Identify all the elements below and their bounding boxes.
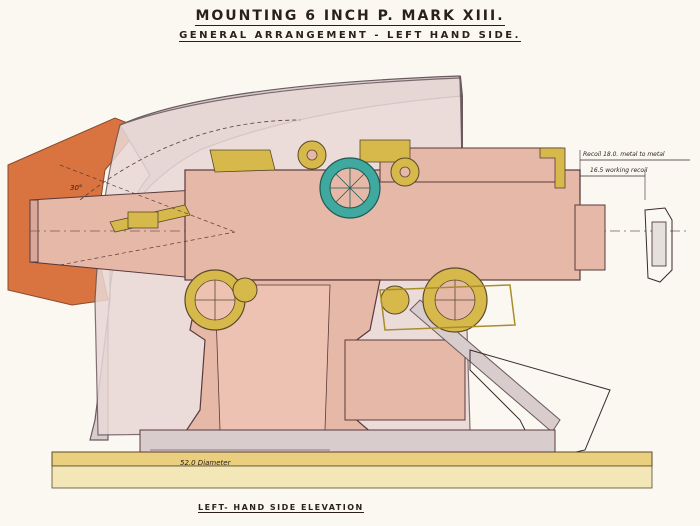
diameter-label: 52.0 Diameter [180,459,232,467]
elevation-arc [79,119,301,201]
elevating-arc-housing [359,139,411,163]
recoil-metal-label: Recoil 18.0. metal to metal [583,151,665,158]
small-pinion [232,277,258,303]
breech-block [574,204,606,271]
brass-frame [379,284,516,331]
recoil-working-label: 16.5 working recoil [590,167,648,174]
base-plate [51,451,653,467]
drawing-subtitle: GENERAL ARRANGEMENT - LEFT HAND SIDE. [179,30,521,42]
gun-cradle [184,169,581,281]
drawing-title: MOUNTING 6 INCH P. MARK XIII. [195,8,505,26]
sight-mount [127,211,159,229]
sight-bracket [209,149,276,173]
angle-label: 30° [70,184,82,192]
recoil-bracket [539,147,566,189]
elevation-caption: LEFT- HAND SIDE ELEVATION [198,503,364,513]
breech-mechanism [644,207,673,283]
lower-carriage [344,339,466,421]
shield-rim [459,75,463,160]
gun-barrel [29,189,196,279]
base-ring [139,429,556,453]
